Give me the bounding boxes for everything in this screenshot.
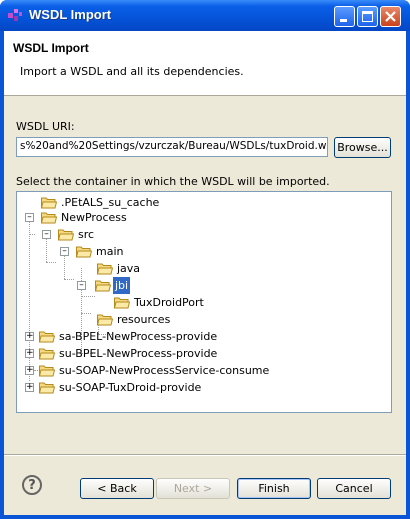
folder-icon — [39, 382, 55, 394]
tree-item-label: sa-BPEL-NewProcess-provide — [59, 330, 218, 343]
cancel-button[interactable]: Cancel — [317, 478, 391, 499]
browse-button[interactable]: Browse... — [334, 137, 391, 158]
tree-item-label: .PEtALS_su_cache — [61, 196, 160, 209]
tree-item-label: src — [78, 228, 95, 241]
tree-collapse-toggle[interactable]: – — [77, 281, 86, 290]
page-title: WSDL Import — [13, 41, 89, 55]
close-button[interactable] — [380, 6, 401, 27]
tree-item-label-selected: jbi — [111, 276, 132, 295]
tree-item-label: java — [117, 262, 141, 275]
next-button[interactable]: Next > — [156, 478, 230, 499]
minimize-button[interactable] — [334, 6, 355, 27]
footer-separator — [4, 454, 406, 456]
folder-open-icon — [58, 229, 74, 241]
folder-icon — [97, 314, 113, 326]
title-bar[interactable]: WSDL Import — [0, 0, 410, 31]
help-icon[interactable]: ? — [22, 475, 42, 495]
window-title: WSDL Import — [29, 7, 112, 22]
tree-expand-toggle[interactable]: + — [25, 348, 34, 358]
wsdl-uri-label: WSDL URI: — [16, 120, 75, 133]
close-icon — [385, 11, 396, 22]
container-tree[interactable]: .PEtALS_su_cache – NewProcess – src – ma… — [16, 191, 392, 413]
tree-item-label: resources — [117, 313, 171, 326]
tree-item-label: NewProcess — [61, 211, 127, 224]
folder-open-icon — [41, 212, 57, 224]
app-icon — [8, 9, 22, 21]
tree-item-label: su-SOAP-TuxDroid-provide — [59, 381, 202, 394]
minimize-icon — [340, 19, 347, 22]
tree-item-label: su-BPEL-NewProcess-provide — [59, 347, 218, 360]
tree-item-label: su-SOAP-NewProcessService-consume — [59, 364, 270, 377]
tree-expand-toggle[interactable]: + — [25, 365, 34, 375]
finish-button[interactable]: Finish — [237, 478, 311, 499]
tree-item-label: main — [96, 245, 124, 258]
tree-collapse-toggle[interactable]: – — [42, 230, 51, 239]
folder-icon — [39, 331, 55, 343]
tree-expand-toggle[interactable]: + — [25, 331, 34, 341]
back-button[interactable]: < Back — [80, 478, 154, 499]
tree-item-label: TuxDroidPort — [134, 296, 204, 309]
tree-expand-toggle[interactable]: + — [25, 382, 34, 392]
page-description: Import a WSDL and all its dependencies. — [20, 65, 244, 78]
maximize-icon — [362, 11, 373, 22]
folder-icon — [97, 263, 113, 275]
maximize-button[interactable] — [357, 6, 378, 27]
folder-open-icon — [95, 280, 111, 292]
wsdl-uri-input[interactable]: s%20and%20Settings/vzurczak/Bureau/WSDLs… — [16, 137, 328, 157]
folder-icon — [114, 297, 130, 309]
folder-icon — [39, 365, 55, 377]
wizard-banner: WSDL Import Import a WSDL and all its de… — [4, 31, 406, 96]
folder-open-icon — [76, 246, 92, 258]
tree-collapse-toggle[interactable]: – — [25, 213, 34, 222]
folder-icon — [39, 348, 55, 360]
tree-collapse-toggle[interactable]: – — [60, 247, 69, 256]
dialog-client-area: WSDL Import Import a WSDL and all its de… — [4, 31, 406, 515]
folder-icon — [41, 197, 57, 209]
container-label: Select the container in which the WSDL w… — [16, 175, 330, 188]
